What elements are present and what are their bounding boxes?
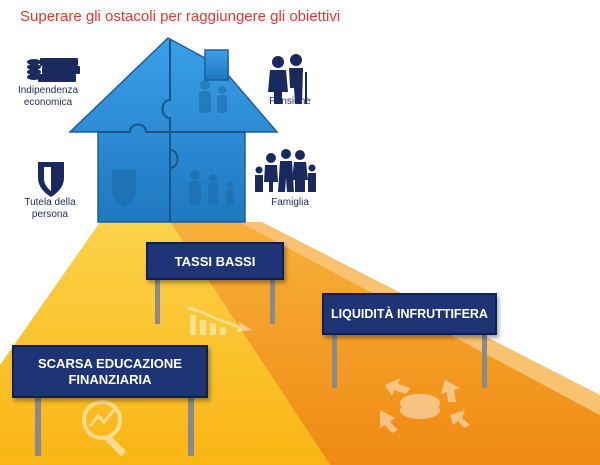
coins-arrows-icon [380, 378, 470, 433]
goal-pensione-label: Pensione [269, 96, 311, 107]
page-title: Superare gli ostacoli per raggiungere gl… [20, 8, 341, 25]
goal-famiglia-label: Famiglia [271, 197, 309, 208]
obstacle-educazione-label: SCARSA EDUCAZIONE FINANZIARIA [38, 355, 182, 387]
chimney [204, 49, 229, 81]
goal-tutela-label: Tutela della persona [24, 197, 76, 220]
sign-posts [35, 278, 487, 456]
road [0, 222, 600, 465]
shield-icon [38, 162, 64, 197]
elderly-couple-icon [268, 54, 307, 104]
falling-chart-icon [187, 306, 252, 335]
money-stack-icon [27, 58, 80, 82]
goal-indipendenza-label: Indipendenza economica [17, 85, 79, 108]
obstacle-liquidita-sign: LIQUIDITÀ INFRUTTIFERA [322, 293, 497, 335]
obstacle-educazione-sign: SCARSA EDUCAZIONE FINANZIARIA [12, 345, 208, 398]
magnifier-chart-icon [82, 400, 127, 457]
obstacle-tassi-sign: TASSI BASSI [146, 242, 284, 280]
obstacle-liquidita-label: LIQUIDITÀ INFRUTTIFERA [331, 307, 488, 321]
road-left-lane [0, 222, 330, 465]
road-right-lane [170, 222, 600, 465]
house-puzzle [68, 37, 279, 223]
obstacle-tassi-label: TASSI BASSI [174, 253, 256, 269]
family-icon [255, 149, 316, 192]
